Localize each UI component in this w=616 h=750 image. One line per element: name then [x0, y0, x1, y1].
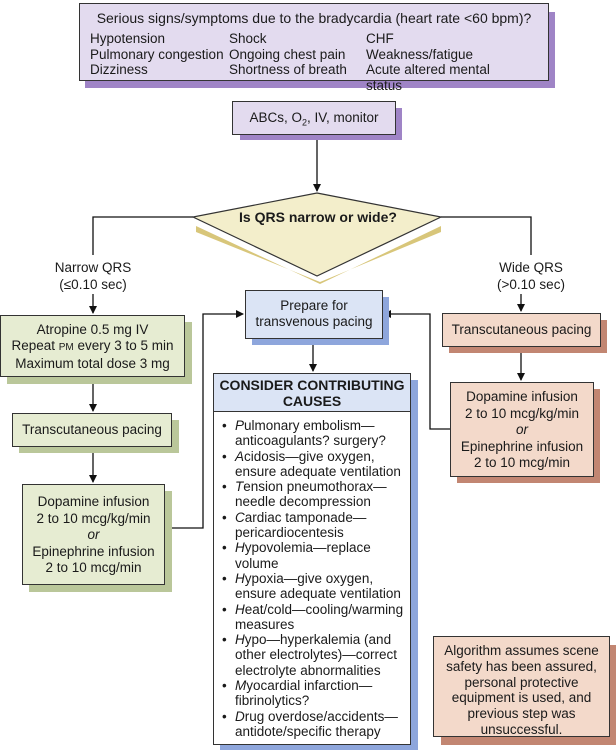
decision-question: Is QRS narrow or wide?	[239, 209, 397, 225]
arrow-right-infusion-to-transvenous	[383, 310, 450, 430]
line-decision-to-narrow	[92, 216, 193, 255]
cause-item: Heat/cold—cooling/warming measures	[222, 602, 410, 633]
cause-item: Pulmonary embolism— anticoagulants? surg…	[222, 418, 410, 449]
symptom-item: Hypotension	[90, 31, 166, 46]
cause-item: Hypovolemia—replace volume	[222, 540, 410, 571]
symptoms-list: Hypotension Shock CHF Pulmonary congesti…	[90, 31, 526, 93]
symptom-item: Shock	[229, 31, 267, 46]
symptom-item: Dizziness	[90, 62, 148, 77]
symptom-item: CHF	[366, 31, 394, 46]
symptom-item: Pulmonary congestion	[90, 46, 224, 62]
causes-header: CONSIDER CONTRIBUTING CAUSES	[214, 374, 410, 412]
cause-item: Acidosis—give oxygen, ensure adequate ve…	[222, 449, 410, 480]
wide-qrs-label: Wide QRS (>0.10 sec)	[466, 259, 596, 293]
symptom-item: Acute altered mental status	[366, 62, 490, 93]
cause-item: Hypoxia—give oxygen, ensure adequate ven…	[222, 571, 410, 602]
cause-item: Myocardial infarction— fibrinolytics?	[222, 678, 410, 709]
decision-diamond	[191, 192, 443, 277]
causes-box: CONSIDER CONTRIBUTING CAUSES Pulmonary e…	[213, 373, 411, 745]
note-box: Algorithm assumes scene safety has been …	[433, 636, 610, 737]
right-infusion-box: Dopamine infusion 2 to 10 mcg/kg/min or …	[450, 382, 594, 477]
cause-item: Cardiac tamponade— pericardiocentesis	[222, 510, 410, 541]
left-pacing-box: Transcutaneous pacing	[12, 413, 172, 447]
symptom-item: Ongoing chest pain	[229, 46, 346, 62]
symptoms-question: Serious signs/symptoms due to the bradyc…	[96, 10, 532, 26]
causes-list: Pulmonary embolism— anticoagulants? surg…	[214, 412, 410, 739]
right-pacing-box: Transcutaneous pacing	[442, 313, 601, 347]
cause-item: Hypo—hyperkalemia (and other electrolyte…	[222, 632, 410, 678]
cause-item: Drug overdose/accidents— antidote/specif…	[222, 709, 410, 740]
line-decision-to-wide	[441, 216, 532, 255]
wide-qrs-criterion: (>0.10 sec)	[497, 277, 565, 292]
symptom-item: Shortness of breath	[229, 62, 347, 77]
transvenous-box: Prepare for transvenous pacing	[245, 290, 383, 339]
narrow-qrs-label: Narrow QRS (≤0.10 sec)	[30, 259, 156, 293]
initial-step-box: ABCs, O2, IV, monitor	[232, 101, 396, 135]
cause-item: Tension pneumothorax— needle decompressi…	[222, 479, 410, 510]
narrow-qrs-criterion: (≤0.10 sec)	[59, 277, 127, 292]
left-infusion-box: Dopamine infusion 2 to 10 mcg/kg/min or …	[22, 484, 165, 585]
arrow-left-infusion-to-transvenous	[164, 310, 244, 529]
initial-step-text: ABCs, O2, IV, monitor	[249, 110, 379, 128]
symptoms-box: Serious signs/symptoms due to the bradyc…	[79, 3, 549, 93]
symptom-item: Weakness/fatigue	[366, 46, 474, 62]
atropine-box: Atropine 0.5 mg IV Repeat PM every 3 to …	[0, 315, 185, 377]
